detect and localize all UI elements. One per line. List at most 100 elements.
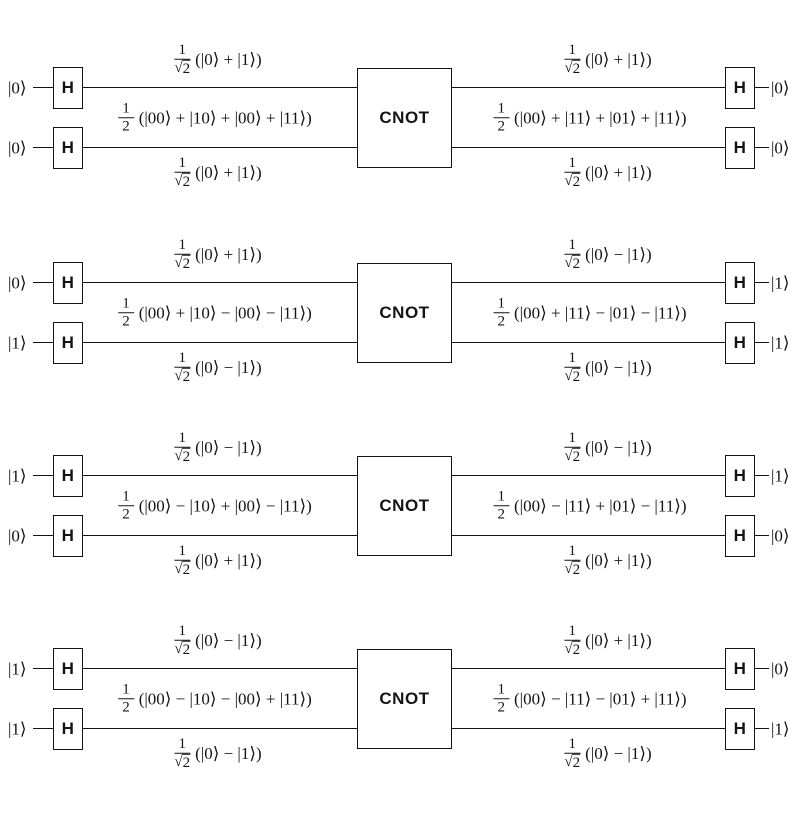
state-label-right-top: 1√2 (|0⟩ − |1⟩) — [564, 430, 651, 467]
wire-output-top — [755, 282, 769, 284]
fraction: 1√2 — [174, 623, 191, 660]
fraction-numerator: 1 — [564, 350, 580, 368]
wire-output-bottom — [755, 728, 769, 730]
fraction-denominator: √2 — [564, 448, 581, 466]
radicand: 2 — [182, 754, 191, 771]
hadamard-gate-label: H — [61, 333, 75, 352]
radical-sign: √ — [174, 173, 183, 189]
radicand: 2 — [572, 368, 581, 385]
hadamard-gate-label: H — [733, 78, 747, 97]
radical-sign: √ — [174, 561, 183, 577]
wire-top-right — [452, 87, 725, 89]
state-label-right-top: 1√2 (|0⟩ − |1⟩) — [564, 237, 651, 274]
radical-sign: √ — [564, 754, 573, 770]
state-expression: (|0⟩ + |1⟩) — [195, 49, 262, 69]
hadamard-gate-label: H — [733, 466, 747, 485]
wire-output-bottom — [755, 535, 769, 537]
state-label-left-top: 1√2 (|0⟩ + |1⟩) — [174, 42, 261, 79]
hadamard-gate-label: H — [733, 659, 747, 678]
wire-top-right — [452, 668, 725, 670]
wire-bottom-right — [452, 535, 725, 537]
input-ket-top: |1⟩ — [8, 659, 27, 679]
input-ket-top: |1⟩ — [8, 466, 27, 486]
fraction-numerator: 1 — [493, 488, 510, 507]
fraction-denominator: √2 — [564, 641, 581, 659]
wire-top-left — [83, 475, 357, 477]
circuit-row: |0⟩ |1⟩ H H CNOT H H |1⟩ |1⟩ 1√2 (|0⟩ + … — [0, 195, 806, 390]
hadamard-gate-right-bottom: H — [725, 322, 755, 364]
hadamard-gate-label: H — [733, 333, 747, 352]
fraction-numerator: 1 — [174, 42, 190, 60]
fraction: 1√2 — [564, 430, 581, 467]
wire-input-bottom — [33, 728, 53, 730]
hadamard-gate-right-bottom: H — [725, 515, 755, 557]
hadamard-gate-left-bottom: H — [53, 322, 83, 364]
wire-bottom-left — [83, 147, 357, 149]
radical-sign: √ — [174, 368, 183, 384]
fraction: 1√2 — [174, 736, 191, 773]
state-label-right-bottom: 1√2 (|0⟩ − |1⟩) — [564, 350, 651, 387]
radical-sign: √ — [564, 173, 573, 189]
state-expression: (|00⟩ + |11⟩ − |01⟩ − |11⟩) — [514, 302, 687, 322]
state-expression: (|00⟩ + |11⟩ + |01⟩ + |11⟩) — [514, 107, 687, 127]
hadamard-gate-right-bottom: H — [725, 127, 755, 169]
wire-top-left — [83, 282, 357, 284]
radicand: 2 — [572, 60, 581, 77]
radicand: 2 — [497, 699, 506, 716]
hadamard-gate-label: H — [61, 466, 75, 485]
hadamard-gate-label: H — [61, 526, 75, 545]
fraction: 1√2 — [564, 237, 581, 274]
state-label-left-top: 1√2 (|0⟩ − |1⟩) — [174, 430, 261, 467]
fraction-numerator: 1 — [174, 155, 190, 173]
fraction-denominator: 2 — [498, 119, 506, 136]
fraction-numerator: 1 — [174, 350, 190, 368]
state-expression: (|0⟩ − |1⟩) — [585, 437, 652, 457]
radical-sign: √ — [564, 255, 573, 271]
state-label-right-bottom: 1√2 (|0⟩ + |1⟩) — [564, 543, 651, 580]
fraction-numerator: 1 — [564, 155, 580, 173]
hadamard-gate-left-bottom: H — [53, 515, 83, 557]
fraction: 1√2 — [564, 623, 581, 660]
state-expression: (|0⟩ + |1⟩) — [195, 162, 262, 182]
hadamard-gate-label: H — [61, 78, 75, 97]
fraction-denominator: √2 — [174, 255, 191, 273]
radical-sign: √ — [564, 368, 573, 384]
hadamard-gate-left-bottom: H — [53, 708, 83, 750]
radicand: 2 — [182, 641, 191, 658]
fraction-numerator: 1 — [118, 681, 134, 700]
fraction: 1√2 — [174, 42, 191, 79]
state-expression: (|00⟩ − |11⟩ − |01⟩ + |11⟩) — [514, 688, 687, 708]
state-label-left-bottom: 1√2 (|0⟩ − |1⟩) — [174, 350, 261, 387]
fraction-denominator: √2 — [564, 173, 581, 191]
hadamard-gate-left-top: H — [53, 455, 83, 497]
input-ket-bottom: |0⟩ — [8, 526, 27, 546]
radicand: 2 — [497, 118, 506, 135]
state-label-right-bottom: 1√2 (|0⟩ − |1⟩) — [564, 736, 651, 773]
input-ket-bottom: |1⟩ — [8, 719, 27, 739]
fraction: 1√2 — [564, 155, 581, 192]
state-label-left-top: 1√2 (|0⟩ + |1⟩) — [174, 237, 261, 274]
wire-bottom-right — [452, 342, 725, 344]
radicand: 2 — [572, 448, 581, 465]
state-label-right-top: 1√2 (|0⟩ + |1⟩) — [564, 623, 651, 660]
state-expression: (|00⟩ − |11⟩ + |01⟩ − |11⟩) — [514, 495, 687, 515]
radical-sign: √ — [564, 60, 573, 76]
radicand: 2 — [122, 313, 130, 330]
radical-sign: √ — [564, 561, 573, 577]
radicand: 2 — [122, 118, 130, 135]
circuit-row: |1⟩ |0⟩ H H CNOT H H |1⟩ |0⟩ 1√2 (|0⟩ − … — [0, 388, 806, 583]
output-ket-top: |0⟩ — [771, 659, 790, 679]
cnot-gate-label: CNOT — [379, 303, 430, 322]
hadamard-gate-label: H — [733, 719, 747, 738]
cnot-gate: CNOT — [357, 649, 452, 749]
state-expression: (|00⟩ + |10⟩ − |00⟩ − |11⟩) — [138, 302, 312, 322]
fraction-denominator: √2 — [564, 561, 581, 579]
radicand: 2 — [572, 255, 581, 272]
